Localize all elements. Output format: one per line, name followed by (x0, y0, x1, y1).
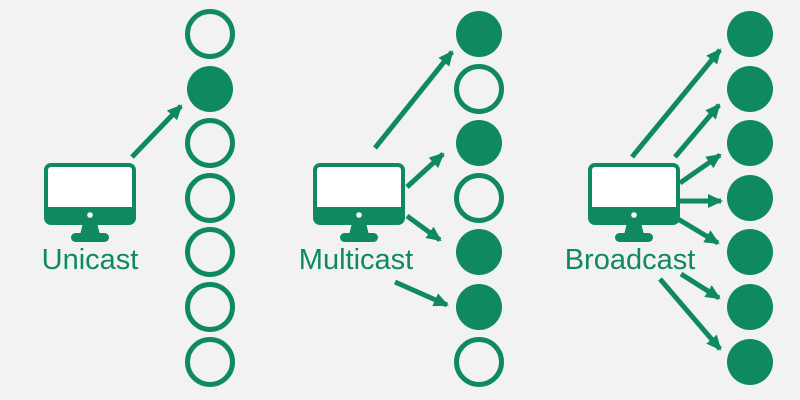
section-label-broadcast: Broadcast (564, 244, 696, 276)
receiver-node-empty (185, 173, 235, 223)
section-label-unicast: Unicast (41, 244, 139, 276)
receiver-node-empty (185, 118, 235, 168)
receiver-node-filled (727, 339, 773, 385)
receiver-node-filled (727, 11, 773, 57)
receiver-node-filled (727, 66, 773, 112)
cast-arrow (405, 152, 445, 189)
receiver-node-filled (456, 11, 502, 57)
receiver-node-empty (185, 227, 235, 277)
receiver-node-filled (727, 175, 773, 221)
computer-icon (313, 163, 405, 243)
computer-icon (44, 163, 136, 243)
receiver-node-filled (727, 120, 773, 166)
cast-arrow (673, 103, 721, 159)
receiver-node-filled (456, 284, 502, 330)
receiver-node-empty (185, 337, 235, 387)
desktop-monitor-icon (44, 163, 136, 242)
cast-arrow (678, 152, 722, 186)
cast-arrow (405, 213, 442, 243)
receiver-node-filled (727, 229, 773, 275)
cast-arrow (676, 216, 720, 246)
receiver-node-filled (187, 66, 233, 112)
cast-arrow (393, 279, 449, 308)
receiver-node-filled (456, 229, 502, 275)
receiver-node-filled (456, 120, 502, 166)
cast-arrow (373, 50, 454, 150)
receiver-node-empty (454, 337, 504, 387)
section-label-multicast: Multicast (298, 244, 414, 276)
receiver-node-filled (727, 284, 773, 330)
cast-arrow (130, 104, 183, 159)
desktop-monitor-icon (588, 163, 680, 242)
receiver-node-empty (454, 64, 504, 114)
computer-icon (588, 163, 680, 243)
receiver-node-empty (185, 9, 235, 59)
cast-arrow (630, 48, 722, 159)
receiver-node-empty (185, 282, 235, 332)
cast-arrow (658, 277, 722, 351)
receiver-node-empty (454, 173, 504, 223)
cast-arrow (679, 271, 721, 301)
desktop-monitor-icon (313, 163, 405, 242)
